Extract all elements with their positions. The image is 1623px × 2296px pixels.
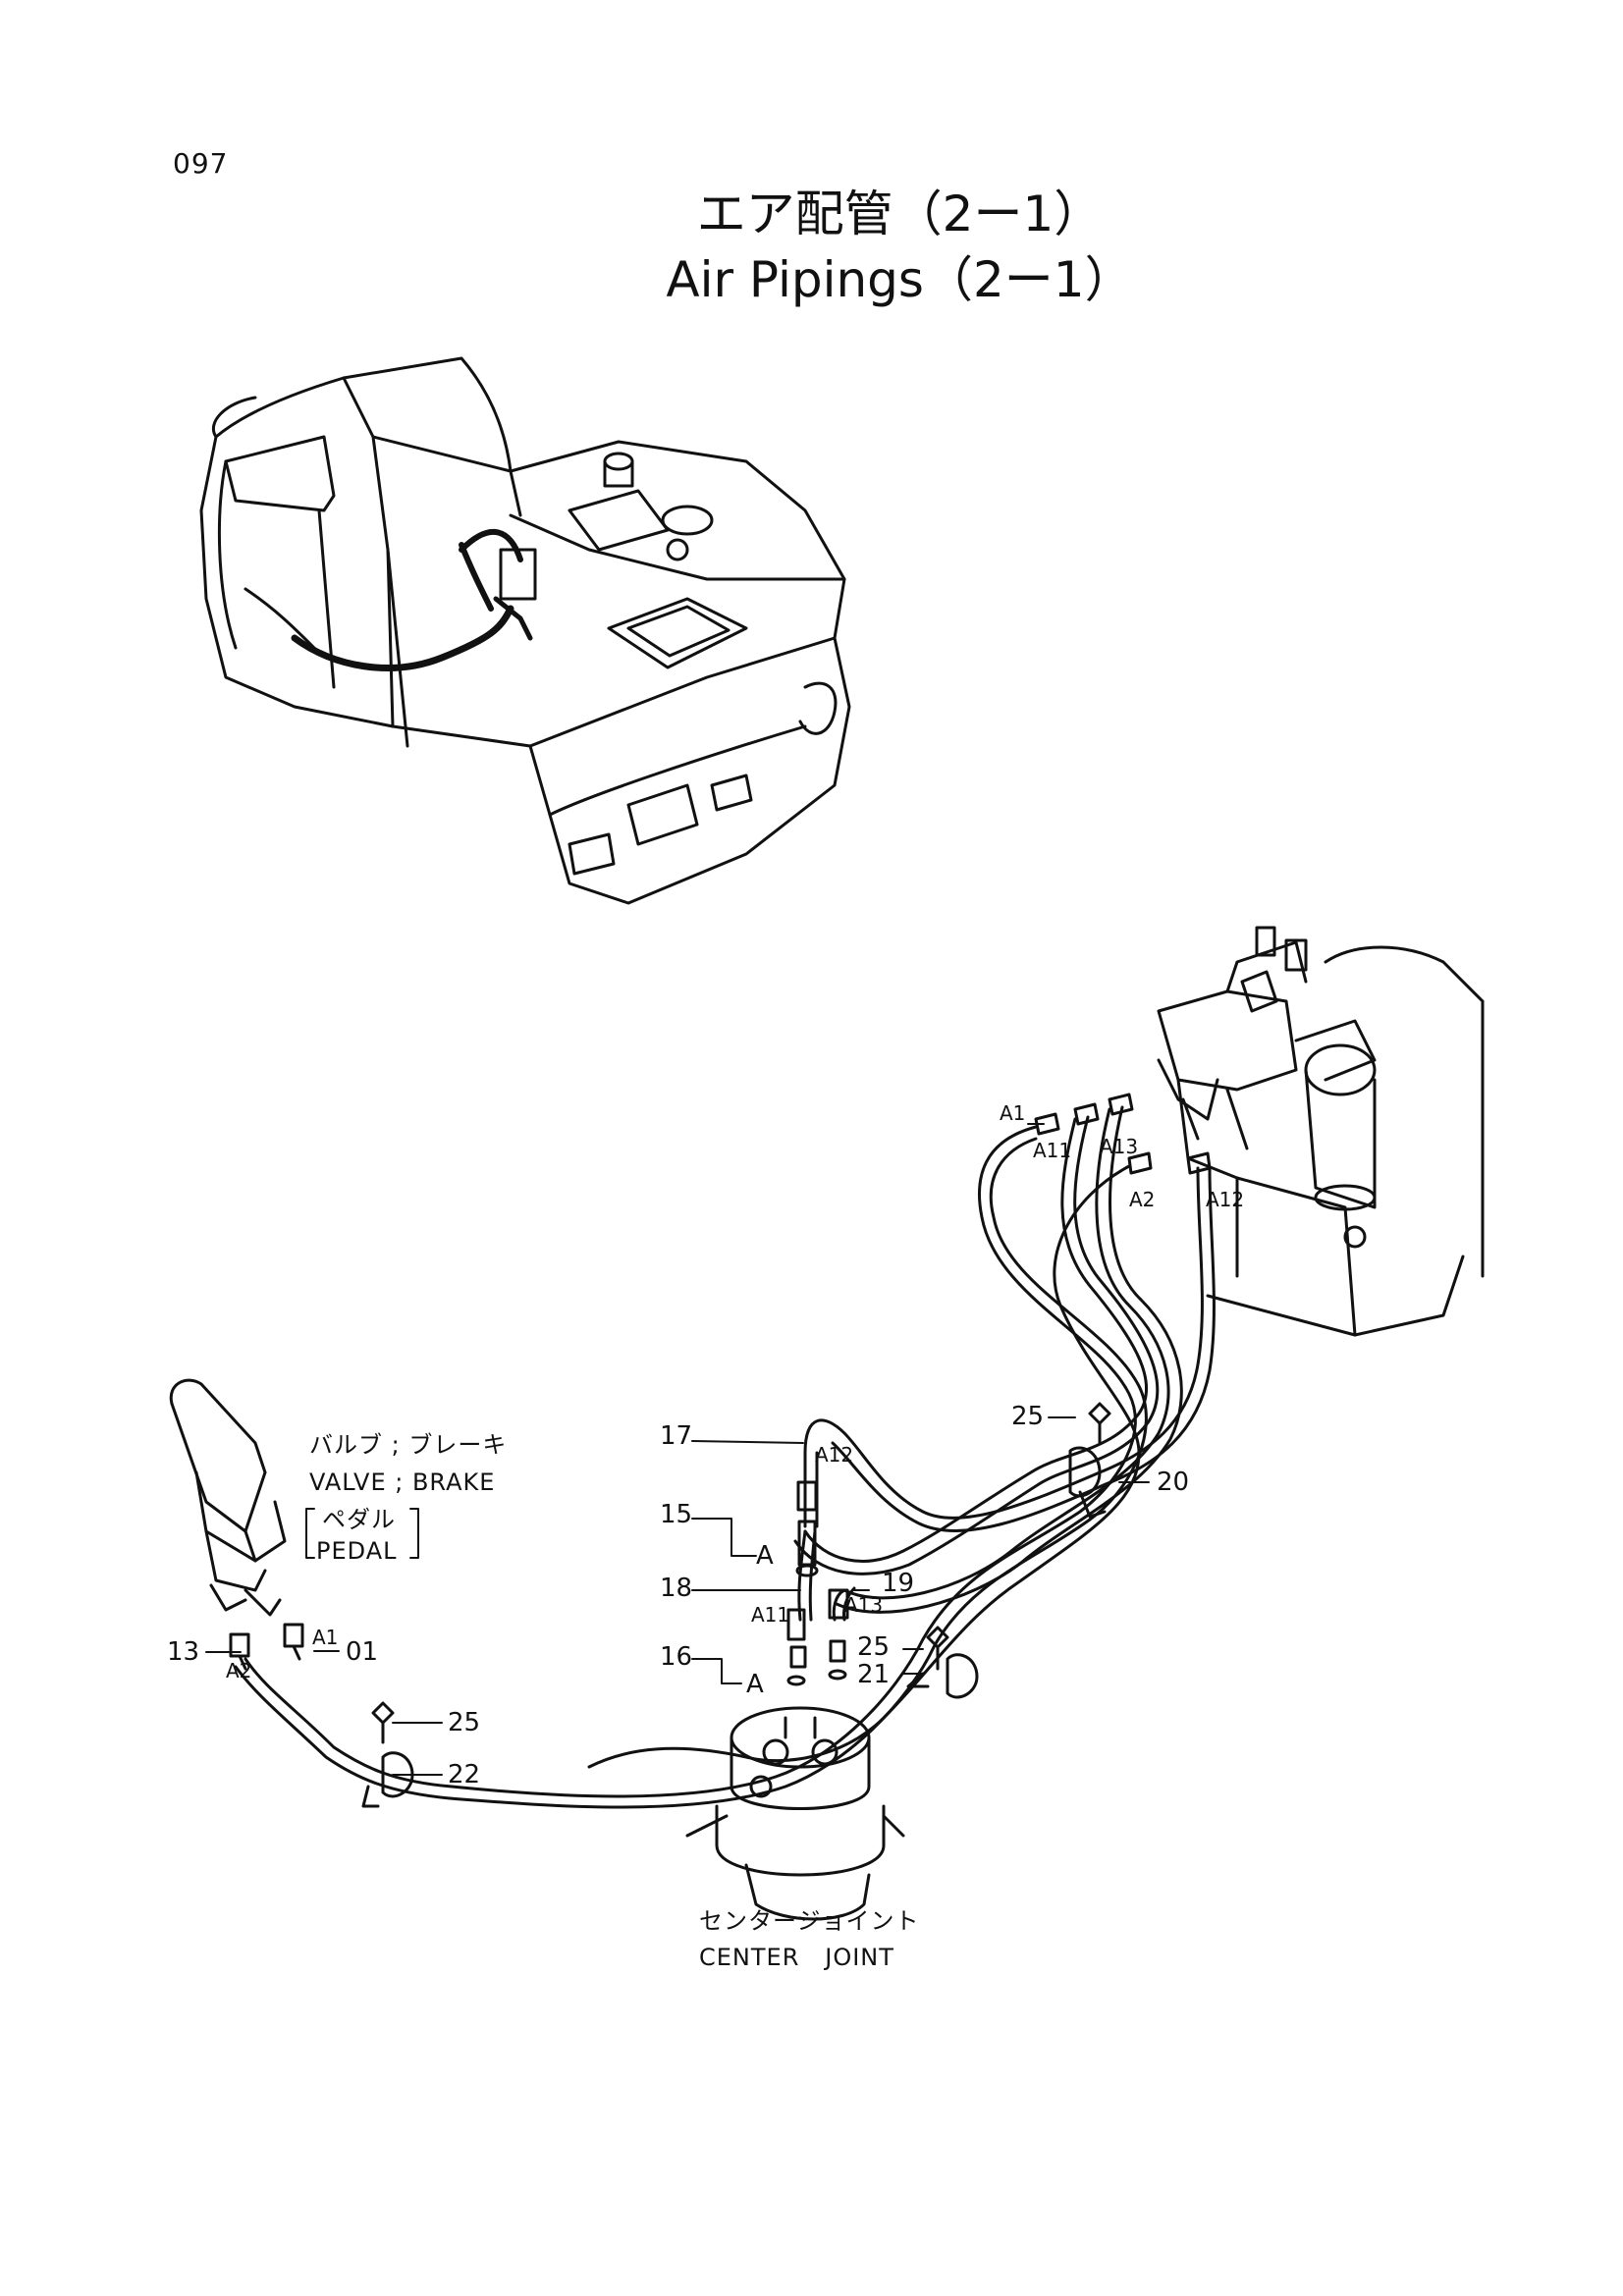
title-english: Air Pipings（2ー1） <box>666 251 1134 308</box>
port-label-a11-mid: A11 <box>751 1603 790 1627</box>
hose-clamps <box>361 1402 1111 1808</box>
port-label-a11-top: A11 <box>1033 1139 1072 1162</box>
callout-01: 01 <box>346 1637 379 1667</box>
fittings <box>786 1480 849 1686</box>
valve-label-jp: バルブ ; ブレーキ <box>309 1431 508 1459</box>
title-japanese: エア配管（2ー1） <box>696 186 1104 242</box>
port-label-a2-top: A2 <box>1129 1188 1156 1211</box>
callout-16: 16 <box>660 1642 693 1672</box>
callout-22: 22 <box>448 1760 481 1789</box>
callout-25-center: 25 <box>857 1632 891 1662</box>
section-a-16: A <box>746 1670 764 1699</box>
valve-label-en: VALVE ; BRAKE <box>309 1468 496 1496</box>
callout-17: 17 <box>660 1421 693 1451</box>
callout-13: 13 <box>167 1637 200 1667</box>
port-label-a12-top: A12 <box>1206 1188 1245 1211</box>
center-joint <box>685 1706 905 1921</box>
section-a-15: A <box>756 1541 774 1571</box>
machine-overview <box>199 356 851 905</box>
callout-20: 20 <box>1157 1468 1190 1497</box>
air-hoses <box>234 1105 1216 1809</box>
port-label-a1-top: A1 <box>1000 1101 1026 1125</box>
port-label-a2-pedal: A2 <box>226 1659 252 1682</box>
leader-lines <box>205 1123 1150 1776</box>
pedal-label-jp: ペダル <box>322 1506 396 1533</box>
port-label-a12-mid: A12 <box>815 1443 854 1467</box>
callout-18: 18 <box>660 1574 693 1603</box>
center-joint-label-en: CENTER JOINT <box>699 1944 894 1971</box>
callout-19: 19 <box>882 1569 915 1598</box>
callout-25-pedal: 25 <box>448 1708 481 1737</box>
port-label-a13-top: A13 <box>1100 1135 1139 1158</box>
page-number: 097 <box>173 147 229 180</box>
brake-pedal <box>169 1378 304 1671</box>
callout-25-top: 25 <box>1011 1402 1045 1431</box>
callout-21: 21 <box>857 1660 891 1689</box>
control-valve-assembly <box>1034 926 1485 1337</box>
port-label-a1-pedal: A1 <box>312 1626 339 1649</box>
pedal-label-en: PEDAL <box>316 1537 398 1565</box>
center-joint-label-jp: センタージョイント <box>699 1907 920 1935</box>
callout-15: 15 <box>660 1500 693 1529</box>
port-label-a13-mid: A13 <box>844 1593 884 1617</box>
